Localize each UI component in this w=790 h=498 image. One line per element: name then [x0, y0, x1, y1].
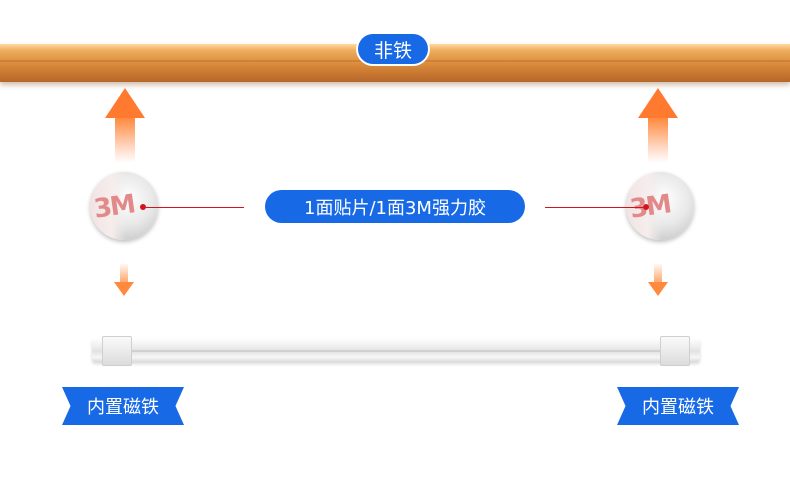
arrow-up-left-icon	[105, 88, 145, 163]
adhesive-disk-right: 3M	[626, 172, 694, 240]
adhesive-description-label: 1面贴片/1面3M强力胶	[265, 190, 525, 223]
arrow-up-right-icon	[638, 88, 678, 163]
arrow-down-right-icon	[648, 264, 668, 298]
non-iron-label: 非铁	[358, 34, 428, 64]
3m-mark-left: 3M	[92, 189, 136, 225]
pointer-line-left	[146, 207, 244, 208]
pointer-dot-right	[643, 204, 649, 210]
adhesive-disk-left: 3M	[90, 172, 158, 240]
magnet-badge-left: 内置磁铁	[62, 387, 184, 425]
tube-end-cap-left	[102, 336, 132, 366]
pointer-dot-left	[140, 204, 146, 210]
pointer-line-right	[545, 207, 643, 208]
magnet-badge-right: 内置磁铁	[617, 387, 739, 425]
tube-end-cap-right	[660, 336, 690, 366]
lamp-tube-groove	[128, 350, 664, 352]
arrow-down-left-icon	[114, 264, 134, 298]
